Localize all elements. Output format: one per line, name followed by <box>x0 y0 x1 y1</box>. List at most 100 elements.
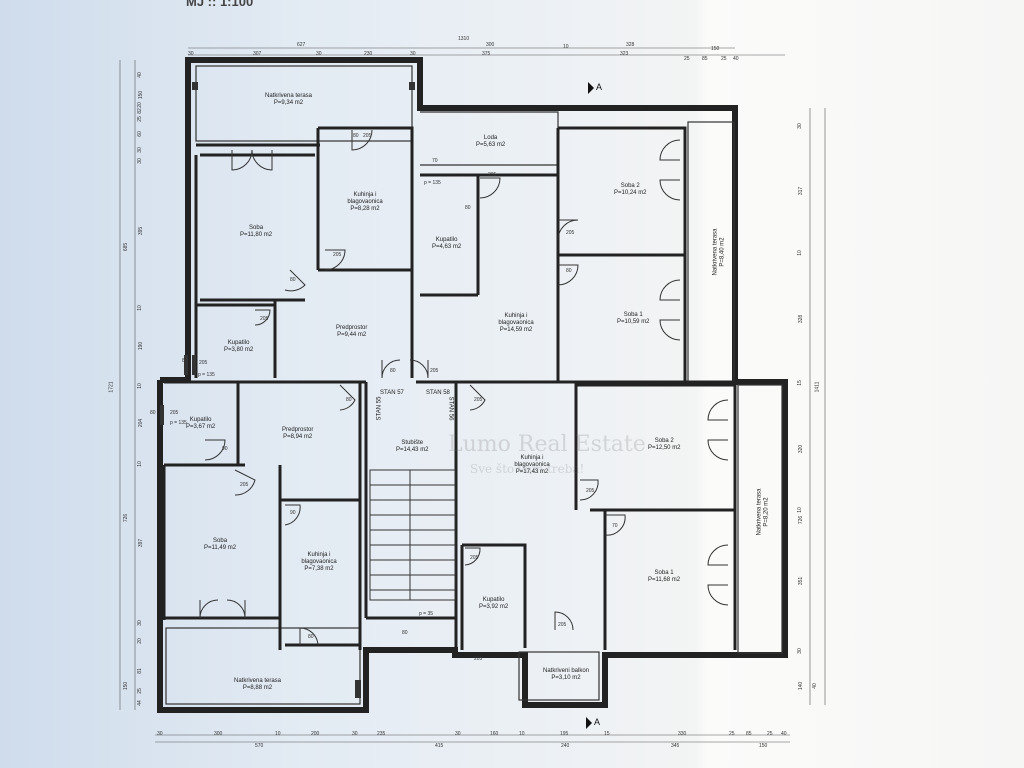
door-tag: 80 <box>465 205 471 211</box>
dimension: 30 <box>136 147 143 153</box>
dimension: 10 <box>563 44 569 50</box>
watermark-title: Lumo Real Estate <box>448 432 646 457</box>
dimension: 190 <box>138 341 145 351</box>
dimension: 330 <box>678 731 687 737</box>
dimension: 10 <box>796 250 803 256</box>
dimension: 150 <box>711 46 720 52</box>
door-tag: 205 <box>474 656 483 662</box>
door-tag: 80 <box>390 368 396 374</box>
dimension: 20 <box>136 638 143 644</box>
dimension: 25 <box>729 731 735 737</box>
dimension: 204 <box>138 418 145 428</box>
dimension: 307 <box>253 51 262 57</box>
dimension: 25 <box>684 56 690 62</box>
door-tag: 80 <box>182 358 188 364</box>
dimension: 25 <box>136 688 143 694</box>
dimension: 44 <box>136 700 143 706</box>
dimension: 320 <box>798 444 805 454</box>
dimension: 235 <box>377 731 386 737</box>
dimension: 726 <box>798 515 805 525</box>
dimension: 40 <box>781 731 787 737</box>
dimension: 317 <box>798 186 805 196</box>
door-tag: 205 <box>488 172 497 178</box>
door-swings <box>199 129 729 646</box>
dimension: 30 <box>455 731 461 737</box>
dimension: 1411 <box>814 381 821 393</box>
door-tag: 205 <box>240 482 249 488</box>
dimension: 328 <box>798 314 805 324</box>
door-tag: p = 135 <box>424 180 441 186</box>
section-arrows <box>586 82 594 729</box>
door-tag: 90 <box>222 446 228 452</box>
dimension: 150 <box>123 681 130 691</box>
door-tag: 70 <box>612 523 618 529</box>
dimension: 415 <box>435 743 444 749</box>
apartment-label: STAN 56 <box>447 396 454 421</box>
door-tag: 205 <box>430 368 439 374</box>
door-tag: 80 <box>346 397 352 403</box>
dimension: 40 <box>136 72 143 78</box>
dimension: 328 <box>626 42 635 48</box>
dimension: 395 <box>138 226 145 236</box>
door-tag: p = 135 <box>170 420 187 426</box>
dimension: 40 <box>811 683 818 689</box>
dimension: 240 <box>561 743 570 749</box>
watermark-subtitle: Sve što vam treba! <box>470 462 585 476</box>
dimension: 30 <box>410 51 416 57</box>
dimension: 30 <box>796 123 803 129</box>
dimension: 30 <box>796 648 803 654</box>
dimension: 150 <box>759 743 768 749</box>
dimension: 726 <box>123 513 130 523</box>
door-tag: 90 <box>290 510 296 516</box>
apartment-label: STAN 57 <box>380 390 404 396</box>
door-tag: 205 <box>470 555 479 561</box>
staircase-treads <box>369 469 456 601</box>
dimension: 345 <box>671 743 680 749</box>
dimension: 200 <box>311 731 320 737</box>
dimension: 82 <box>136 108 143 114</box>
dimension: 15 <box>796 380 803 386</box>
door-tag: 205 <box>260 316 269 322</box>
door-tag: p = 35 <box>419 611 434 617</box>
door-tag: p = 135 <box>198 372 215 378</box>
dimension: 10 <box>136 305 143 311</box>
door-tag: 205 <box>333 252 342 258</box>
dimension: 30 <box>188 51 194 57</box>
section-mark-top: A <box>596 82 603 92</box>
dimension: 300 <box>486 42 495 48</box>
dimension: 30 <box>316 51 322 57</box>
dimension: 1721 <box>108 381 115 393</box>
dimension: 375 <box>482 51 491 57</box>
dimension: 10 <box>136 461 143 467</box>
apartment-label: STAN 58 <box>426 390 450 396</box>
apartment-label: STAN 55 <box>376 396 383 421</box>
section-mark-bottom: A <box>594 717 601 727</box>
dimension: 140 <box>798 681 805 691</box>
door-tag: 205 <box>586 488 595 494</box>
dimension: 685 <box>123 242 130 252</box>
door-tag: 80 <box>150 410 156 416</box>
dimension: 30 <box>136 620 143 626</box>
interior-walls <box>162 126 737 650</box>
door-tag: 80 <box>566 268 572 274</box>
